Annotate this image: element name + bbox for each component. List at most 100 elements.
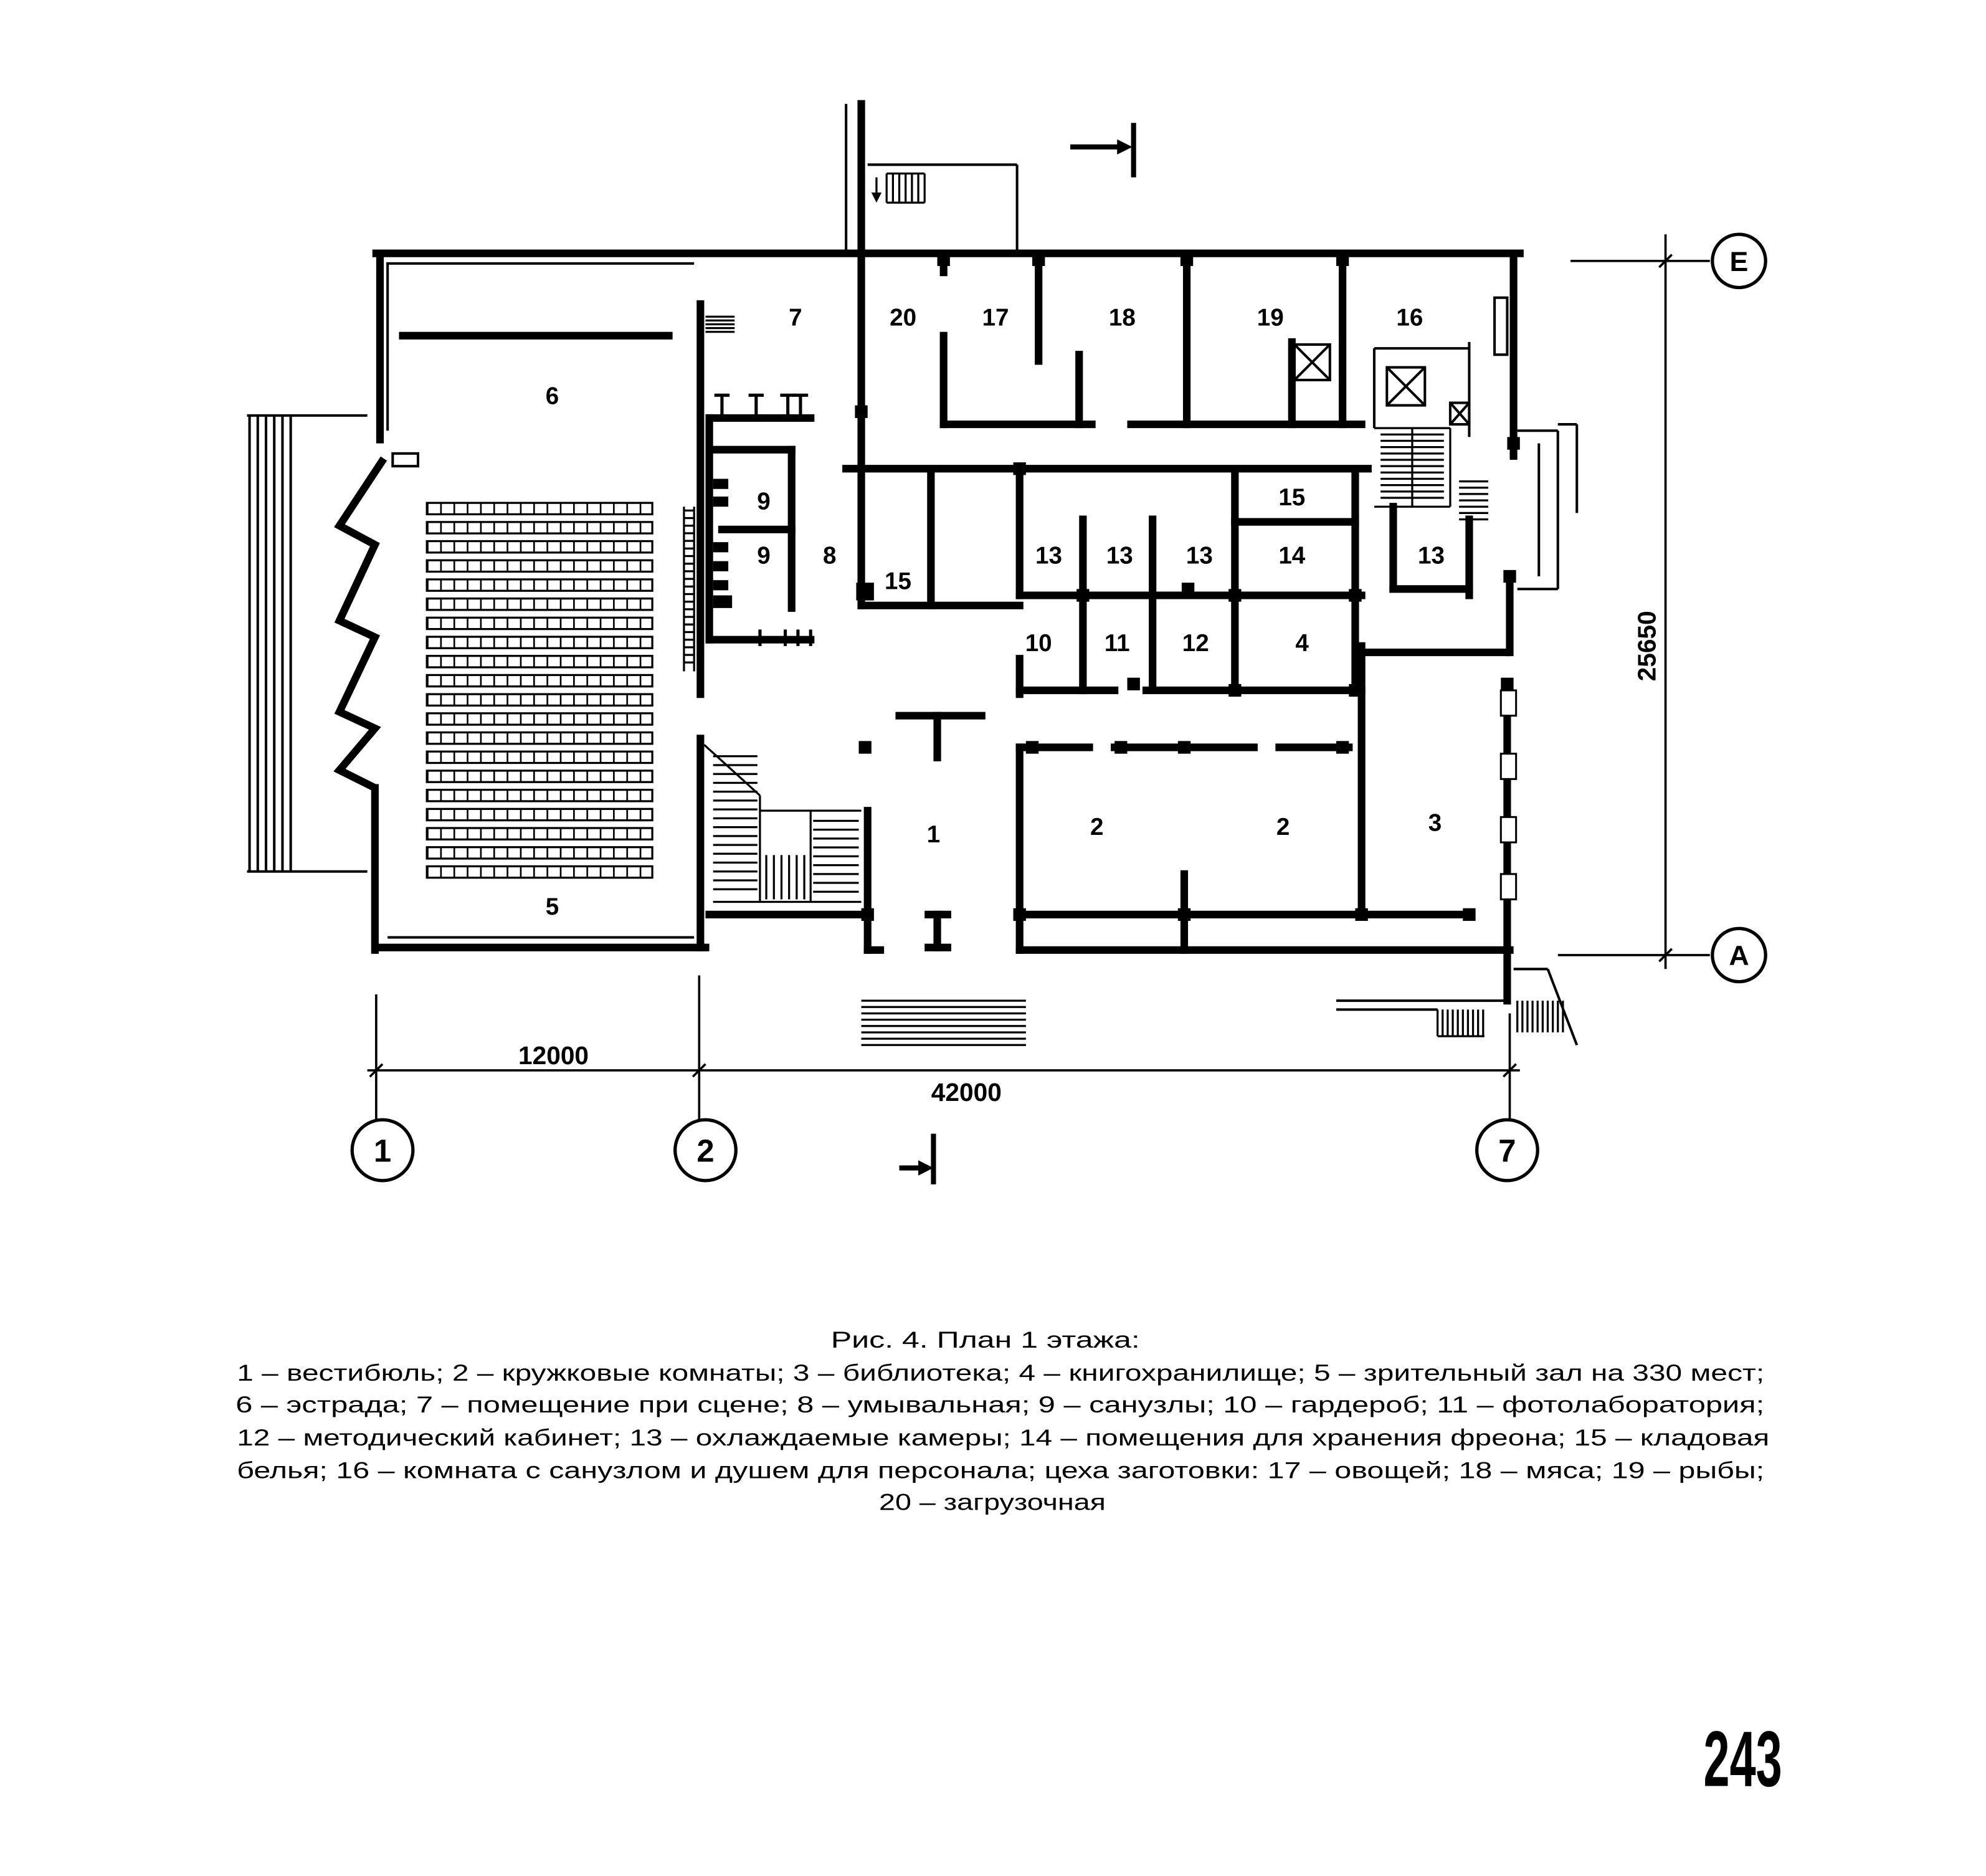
room-label: 12 xyxy=(1182,630,1209,657)
room-label: 13 xyxy=(1186,543,1213,569)
room-label: 13 xyxy=(1035,543,1062,569)
floor-plan: 6 5 7 20 17 18 19 16 9 9 8 15 13 13 13 1… xyxy=(247,100,1767,1184)
dimension-bay-label: 12000 xyxy=(518,1041,589,1070)
stairs xyxy=(683,172,1564,1046)
column xyxy=(1336,741,1349,754)
seat-row xyxy=(425,502,653,516)
room-label: 10 xyxy=(1025,630,1052,657)
seat-row xyxy=(425,769,653,783)
seat-row xyxy=(425,750,653,764)
facade-zigzag xyxy=(333,456,387,792)
column xyxy=(1507,437,1520,450)
seat-row xyxy=(425,865,653,879)
room-label: 13 xyxy=(1106,543,1133,569)
room-label: 3 xyxy=(1428,810,1442,837)
axis-label-7: 7 xyxy=(1498,1133,1516,1168)
column xyxy=(861,908,874,921)
section-arrow-head xyxy=(1117,139,1133,155)
seat-row xyxy=(425,636,653,649)
room-label: 4 xyxy=(1295,630,1309,657)
room-label: 2 xyxy=(1276,814,1290,840)
seat-row xyxy=(425,616,653,631)
seat-row xyxy=(425,598,653,611)
column xyxy=(1181,583,1195,596)
axis-label-2: 2 xyxy=(696,1133,714,1168)
dimension-overall-depth-label: 25650 xyxy=(1632,611,1661,681)
wall-niche xyxy=(1493,296,1509,356)
room-label: 15 xyxy=(1278,484,1305,511)
column xyxy=(855,405,868,418)
seat-row xyxy=(425,807,653,822)
dimension-tick xyxy=(369,1063,384,1078)
axis-marker-circle xyxy=(1711,926,1767,984)
caption-title: Рис. 4. План 1 этажа: xyxy=(831,1327,1140,1353)
windows xyxy=(1499,689,1518,901)
grid-axis-markers: E A 1 2 7 xyxy=(350,232,1767,1183)
room-label: 2 xyxy=(1090,814,1103,840)
column xyxy=(1025,741,1039,754)
window xyxy=(1499,816,1518,844)
axis-marker-circle xyxy=(1475,1118,1539,1183)
room-label: 19 xyxy=(1257,305,1284,331)
dimension-tick xyxy=(1503,1063,1517,1078)
column xyxy=(1177,741,1191,754)
axis-marker-circle xyxy=(673,1118,738,1183)
stage-step xyxy=(391,452,420,468)
room-label: 20 xyxy=(890,305,916,331)
page-number: 243 xyxy=(1704,1715,1782,1803)
axis-label-e: E xyxy=(1730,247,1749,277)
dimension-tick xyxy=(1658,254,1673,269)
dimension-lines xyxy=(367,234,1710,1120)
column xyxy=(1127,677,1140,691)
lift-cross xyxy=(1293,343,1331,381)
dimension-overall-length-label: 42000 xyxy=(931,1078,1002,1107)
column xyxy=(937,253,950,266)
dimension-labels: 12000 42000 25650 xyxy=(518,611,1661,1106)
figure-caption: Рис. 4. План 1 этажа: 1 – вестибюль; 2 –… xyxy=(235,1327,1769,1515)
thin-lines xyxy=(247,103,1579,1046)
room-label: 8 xyxy=(823,543,836,569)
axis-label-1: 1 xyxy=(374,1133,391,1168)
window xyxy=(1499,873,1518,901)
column xyxy=(1013,462,1026,475)
axis-marker-circle xyxy=(350,1118,415,1183)
column xyxy=(1503,569,1516,583)
room-label: 1 xyxy=(927,821,940,848)
column xyxy=(1180,253,1194,266)
room-label: 7 xyxy=(789,305,802,331)
column xyxy=(1463,908,1476,921)
room-label: 18 xyxy=(1109,305,1136,331)
auditorium-seating xyxy=(425,502,653,879)
room-label: 6 xyxy=(546,383,559,410)
room-label: 16 xyxy=(1396,305,1423,331)
caption-line: 1 – вестибюль; 2 – кружковые комнаты; 3 … xyxy=(237,1360,1764,1386)
seat-row xyxy=(425,712,653,726)
stair-edge xyxy=(703,744,761,796)
toilet-fixture xyxy=(713,479,729,489)
column xyxy=(1076,589,1090,602)
column xyxy=(1349,589,1362,602)
seat-row xyxy=(425,559,653,573)
window xyxy=(1499,753,1518,780)
room-label: 13 xyxy=(1418,543,1445,569)
column xyxy=(1114,741,1128,754)
seat-row xyxy=(425,521,653,535)
toilet-fixture xyxy=(713,561,729,571)
toilet-fixture xyxy=(713,542,729,553)
room-label: 9 xyxy=(757,488,770,515)
lift-cross xyxy=(1385,366,1426,407)
caption-line: 6 – эстрада; 7 – помещение при сцене; 8 … xyxy=(235,1392,1764,1417)
seat-row xyxy=(425,693,653,707)
dimension-tick xyxy=(1658,948,1673,963)
lifts xyxy=(1293,341,1471,437)
room-label: 5 xyxy=(546,893,559,920)
column xyxy=(1228,683,1242,697)
seat-row xyxy=(425,578,653,592)
axis-marker-circle xyxy=(1711,232,1767,290)
room-label: 11 xyxy=(1105,630,1130,657)
toilet-fixture xyxy=(713,580,729,591)
column xyxy=(1177,908,1191,921)
room-label: 14 xyxy=(1278,543,1305,569)
